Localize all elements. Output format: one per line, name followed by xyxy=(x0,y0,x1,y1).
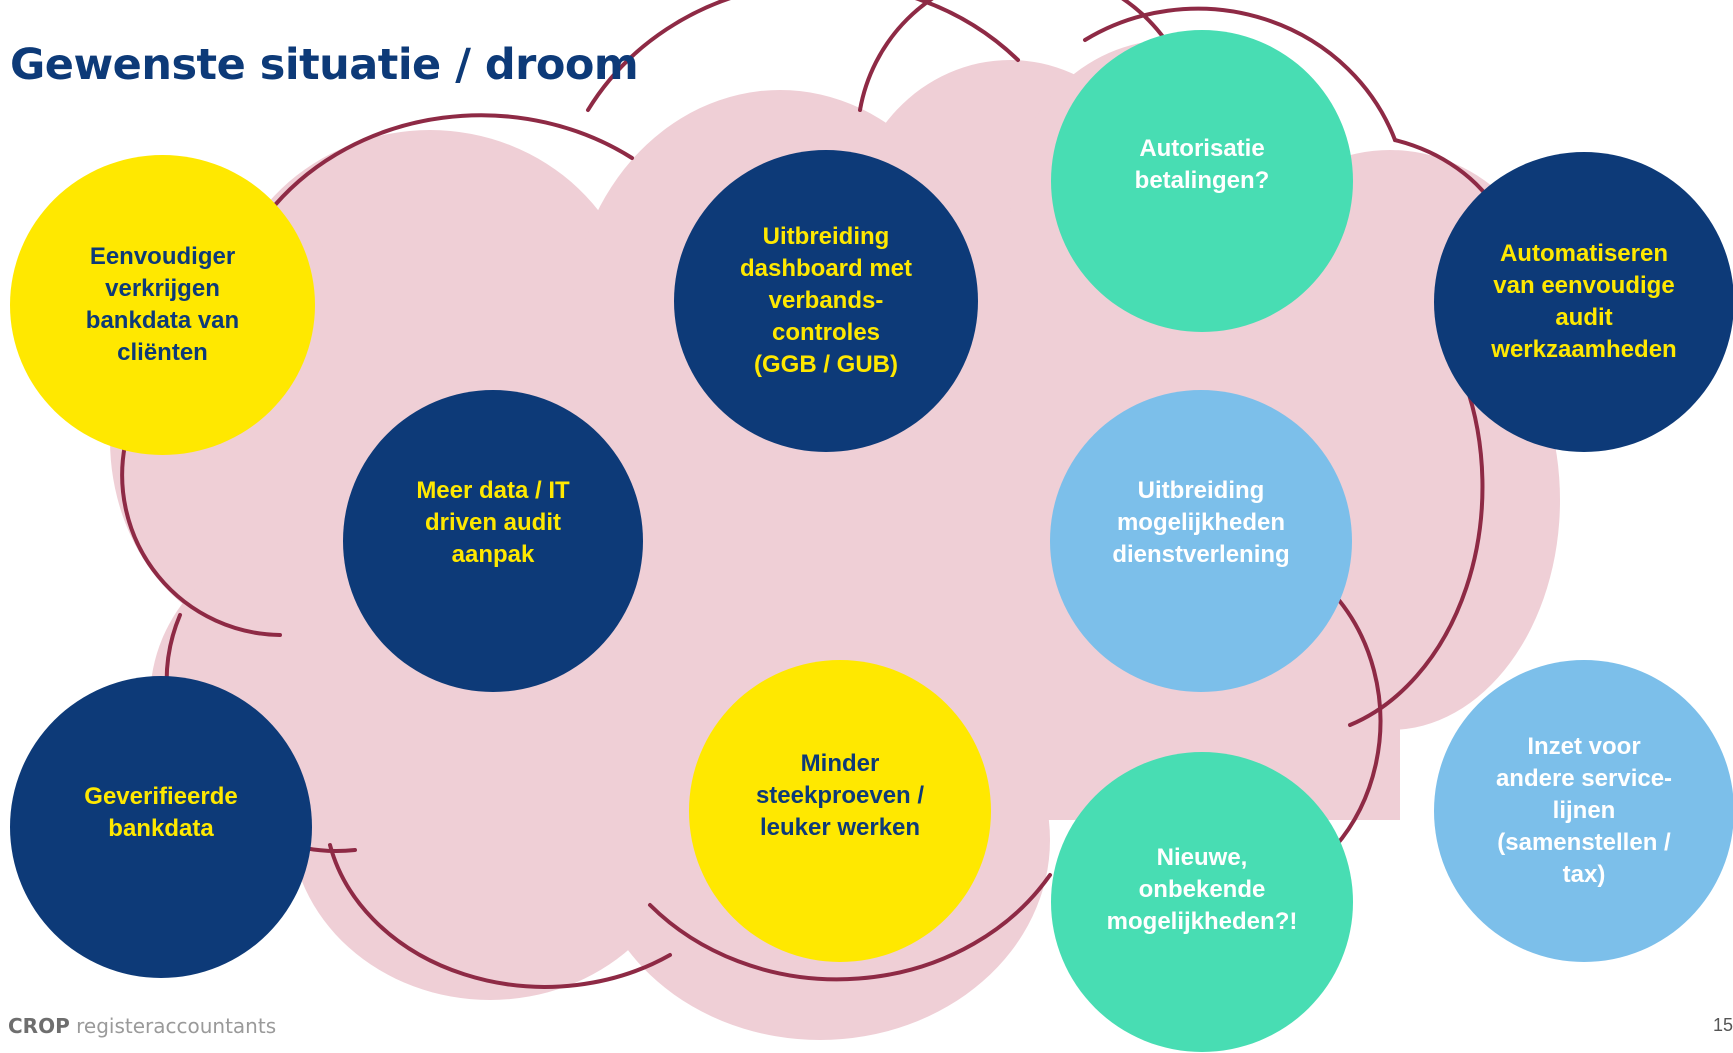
bubble-label: Meer data / IT driven audit aanpak xyxy=(416,477,570,568)
bubble-label: Uitbreiding mogelijkheden dienstverlenin… xyxy=(1112,477,1290,568)
bubble-label: Automatiseren van eenvoudige audit werkz… xyxy=(1491,240,1677,363)
logo-text: registeraccountants xyxy=(69,1014,277,1038)
bubble-label: Autorisatie betalingen? xyxy=(1134,135,1270,194)
logo-brand: CROP xyxy=(8,1014,70,1038)
bubble-label: Uitbreiding dashboard met verbands- cont… xyxy=(739,223,913,378)
bubble-minder-steekproeven: Minder steekproeven / leuker werken xyxy=(689,660,991,962)
page-title: Gewenste situatie / droom xyxy=(10,40,639,90)
footer-logo: CROP registeraccountants xyxy=(8,1014,276,1038)
bubble-autorisatie-betalingen: Autorisatie betalingen? xyxy=(1051,30,1353,332)
bubble-meer-data-it: Meer data / IT driven audit aanpak xyxy=(343,390,643,692)
bubble-label: Minder steekproeven / leuker werken xyxy=(755,750,925,841)
bubble-uitbreiding-dashboard: Uitbreiding dashboard met verbands- cont… xyxy=(674,150,978,452)
bubble-eenvoudiger-bankdata: Eenvoudiger verkrijgen bankdata van clië… xyxy=(10,155,315,455)
bubble-label: Inzet voor andere service- lijnen (samen… xyxy=(1495,733,1673,888)
bubble-inzet-servicelijnen: Inzet voor andere service- lijnen (samen… xyxy=(1434,660,1733,962)
bubble-label: Nieuwe, onbekende mogelijkheden?! xyxy=(1106,844,1298,935)
bubble-automatiseren-audit: Automatiseren van eenvoudige audit werkz… xyxy=(1434,152,1733,452)
bubble-geverifieerde-bankdata: Geverifieerde bankdata xyxy=(10,676,312,978)
bubble-label: Geverifieerde bankdata xyxy=(84,783,238,842)
bubble-label: Eenvoudiger verkrijgen bankdata van clië… xyxy=(85,243,240,366)
bubble-nieuwe-mogelijkheden: Nieuwe, onbekende mogelijkheden?! xyxy=(1051,752,1353,1052)
page-number: 15 xyxy=(1712,1015,1733,1035)
bubble-uitbreiding-dienstverlening: Uitbreiding mogelijkheden dienstverlenin… xyxy=(1050,390,1352,692)
